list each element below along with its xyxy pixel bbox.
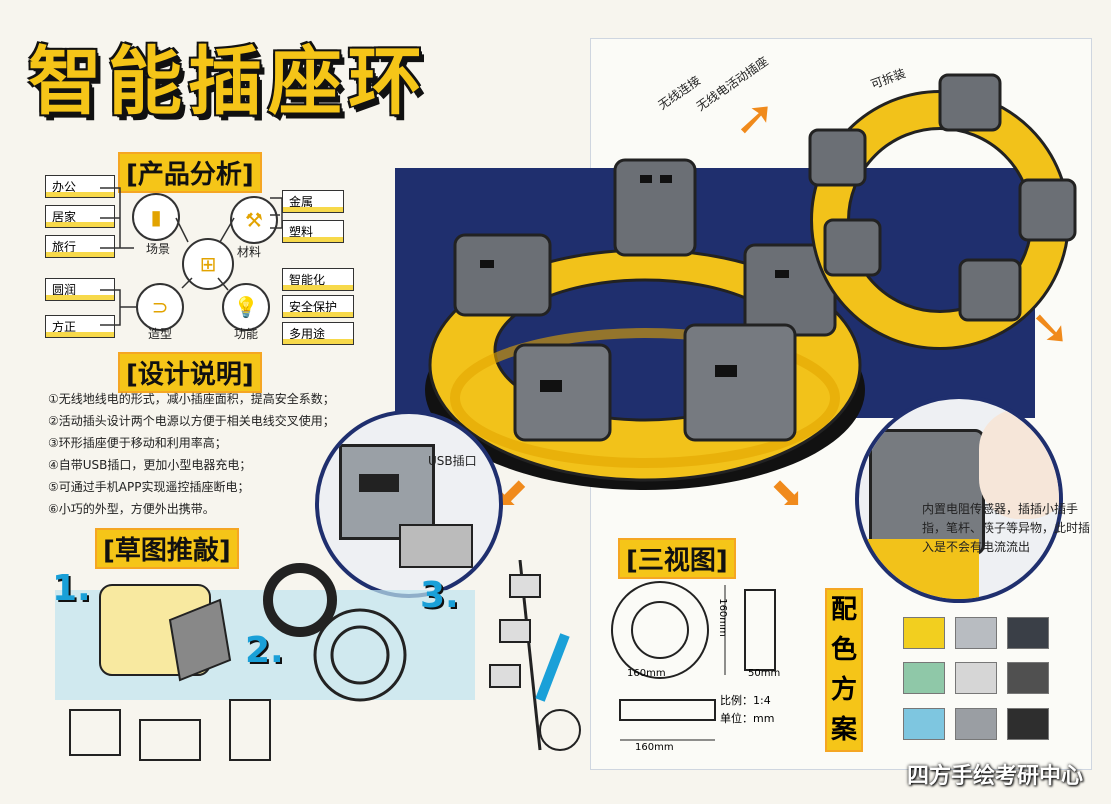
scene-box: 旅行 xyxy=(45,235,115,258)
material-label: 材料 xyxy=(237,245,262,259)
sketch-heading: [草图推敲] xyxy=(95,528,239,569)
design-note: ⑥小巧的外型，方便外出携带。 xyxy=(48,502,215,516)
design-note: ②活动插头设计两个电源以方便于相关电线交叉使用； xyxy=(48,414,335,428)
analysis-connectors xyxy=(100,187,283,326)
shape-box: 圆润 xyxy=(45,278,115,301)
design-heading: [设计说明] xyxy=(118,352,262,393)
design-note: ④自带USB插口，更加小型电器充电； xyxy=(48,458,252,472)
arrow-icon: ➘ xyxy=(1030,300,1071,356)
page-title: 智能插座环 xyxy=(28,39,428,125)
design-notes: ①无线地线电的形式，减小插座面积，提高安全系数； ②活动插头设计两个电源以方便于… xyxy=(48,388,338,520)
lightbulb-icon: 💡 xyxy=(222,283,270,331)
arrow-icon: ⬊ xyxy=(770,470,804,516)
sketch-drawings xyxy=(69,560,581,761)
color-swatch xyxy=(1007,617,1049,649)
annotation-usb: USB插口 xyxy=(428,454,477,468)
function-label: 功能 xyxy=(234,327,259,341)
watermark: 四方手绘考研中心 xyxy=(906,764,1083,789)
sketch-step: 1. xyxy=(52,568,91,609)
annotation-built-in: 内置电阻传感器，插插小插手指，笔杆、筷子等异物，此时插入是不会有电流流出 xyxy=(922,502,1091,554)
design-note: ③环形插座便于移动和利用率高； xyxy=(48,436,227,450)
arrow-icon: ➚ xyxy=(735,90,776,146)
dim-side: 50mm xyxy=(748,668,781,679)
color-swatch xyxy=(955,662,997,694)
color-swatch xyxy=(955,708,997,740)
material-box: 塑料 xyxy=(282,220,344,243)
shape-label: 造型 xyxy=(148,327,173,341)
scene-box: 办公 xyxy=(45,175,115,198)
sketch-step: 3. xyxy=(420,575,459,616)
design-note: ①无线地线电的形式，减小插座面积，提高安全系数； xyxy=(48,392,335,406)
color-swatch xyxy=(903,708,945,740)
dim-bottom: 160mm xyxy=(635,742,674,753)
color-swatch xyxy=(955,617,997,649)
shape-box: 方正 xyxy=(45,315,115,338)
hammer-icon: ⚒ xyxy=(230,196,278,244)
analysis-heading: [产品分析] xyxy=(118,152,262,193)
color-heading: 配色方案 xyxy=(825,588,863,752)
views-heading: [三视图] xyxy=(618,538,736,579)
color-swatch xyxy=(1007,662,1049,694)
color-swatch xyxy=(903,662,945,694)
scene-label: 场景 xyxy=(146,242,171,256)
usb-detail-circle xyxy=(315,410,503,598)
scene-box: 居家 xyxy=(45,205,115,228)
color-swatch xyxy=(903,617,945,649)
dim-vertical: 160mm xyxy=(716,598,728,637)
socket-icon: ⊞ xyxy=(182,238,234,290)
main-socket-ring xyxy=(425,158,865,490)
function-box: 多用途 xyxy=(282,322,354,345)
three-view-drawings xyxy=(611,581,776,741)
function-box: 安全保护 xyxy=(282,295,354,318)
material-box: 金属 xyxy=(282,190,344,213)
unit-label: 单位：mm xyxy=(720,712,775,725)
safety-detail-circle xyxy=(855,395,1063,603)
dim-top: 160mm xyxy=(627,668,666,679)
color-swatch xyxy=(1007,708,1049,740)
chart-icon: ▮ xyxy=(132,193,180,241)
sketch-step: 2. xyxy=(245,630,284,671)
function-box: 智能化 xyxy=(282,268,354,291)
scale-label: 比例：1:4 xyxy=(720,694,771,707)
design-note: ⑤可通过手机APP实现遥控插座断电； xyxy=(48,480,250,494)
secondary-socket-ring xyxy=(808,73,1077,350)
